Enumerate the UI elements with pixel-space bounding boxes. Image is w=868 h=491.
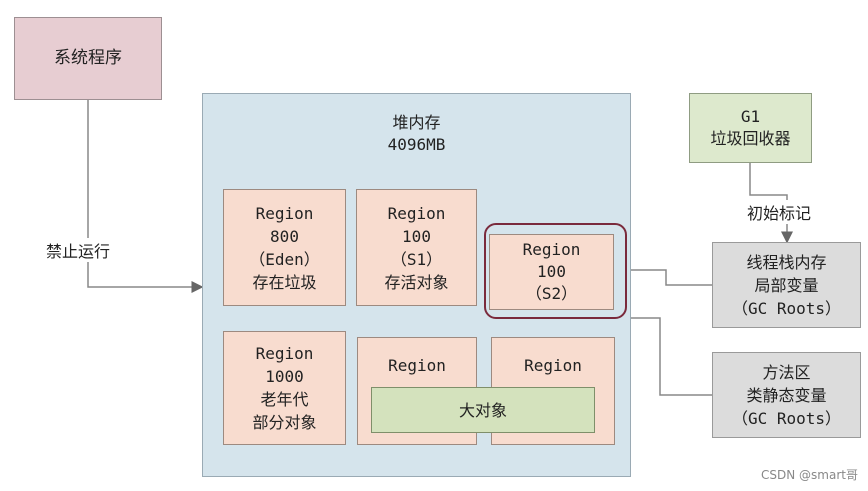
g1-line1: G1	[740, 107, 761, 126]
region-s1-line1: Region	[387, 203, 446, 223]
heap-size-text: 4096MB	[387, 135, 446, 154]
stop-running-label: 禁止运行	[44, 238, 113, 262]
region-eden: Region 800 （Eden） 存在垃圾	[223, 189, 346, 306]
region-s2-line2: 100	[537, 262, 566, 281]
system-program-box: 系统程序	[14, 17, 162, 100]
watermark-text: CSDN @smart哥	[761, 468, 858, 482]
system-program-label: 系统程序	[54, 48, 122, 68]
region-eden-line3: （Eden）	[249, 249, 320, 269]
region-s1-line4: 存活对象	[384, 272, 449, 292]
region-s1-line2: 100	[402, 226, 431, 246]
region-eden-line1: Region	[255, 203, 314, 223]
heap-title: 堆内存 4096MB	[202, 112, 631, 156]
thread-stack-box: 线程栈内存 局部变量 （GC Roots）	[712, 242, 861, 328]
region-s1: Region 100 （S1） 存活对象	[356, 189, 477, 306]
region-humongous-left-label: Region	[388, 356, 446, 375]
region-s2-line3: （S2）	[525, 284, 578, 303]
region-old-line1: Region	[255, 344, 314, 363]
region-s2-line1: Region	[522, 240, 581, 259]
arrow-stack-to-s2	[612, 264, 712, 286]
g1-collector-box: G1 垃圾回收器	[689, 93, 812, 163]
region-old-line3: 老年代	[260, 390, 309, 409]
region-humongous-right-label: Region	[524, 356, 582, 375]
method-area-line2: 类静态变量	[746, 385, 827, 405]
region-s1-line3: （S1）	[390, 249, 443, 269]
thread-stack-line2: 局部变量	[754, 275, 819, 295]
method-area-line3: （GC Roots）	[731, 408, 842, 428]
large-object-label: 大对象	[458, 400, 507, 420]
initial-mark-label: 初始标记	[745, 200, 814, 224]
region-s2: Region 100 （S2）	[489, 234, 614, 310]
thread-stack-line3: （GC Roots）	[731, 298, 842, 318]
arrow-system-to-heap	[87, 100, 204, 293]
region-eden-line4: 存在垃圾	[252, 272, 317, 292]
region-eden-line2: 800	[270, 226, 299, 246]
region-old-line2: 1000	[265, 367, 304, 386]
region-old-line4: 部分对象	[252, 413, 317, 432]
region-old-gen: Region 1000 老年代 部分对象	[223, 331, 346, 445]
large-object-box: 大对象	[371, 387, 595, 433]
g1-line2: 垃圾回收器	[710, 129, 791, 148]
s2-highlight-outline	[484, 223, 627, 319]
heap-title-text: 堆内存	[392, 113, 441, 132]
method-area-line1: 方法区	[762, 362, 811, 382]
method-area-box: 方法区 类静态变量 （GC Roots）	[712, 352, 861, 438]
thread-stack-line1: 线程栈内存	[746, 252, 827, 272]
